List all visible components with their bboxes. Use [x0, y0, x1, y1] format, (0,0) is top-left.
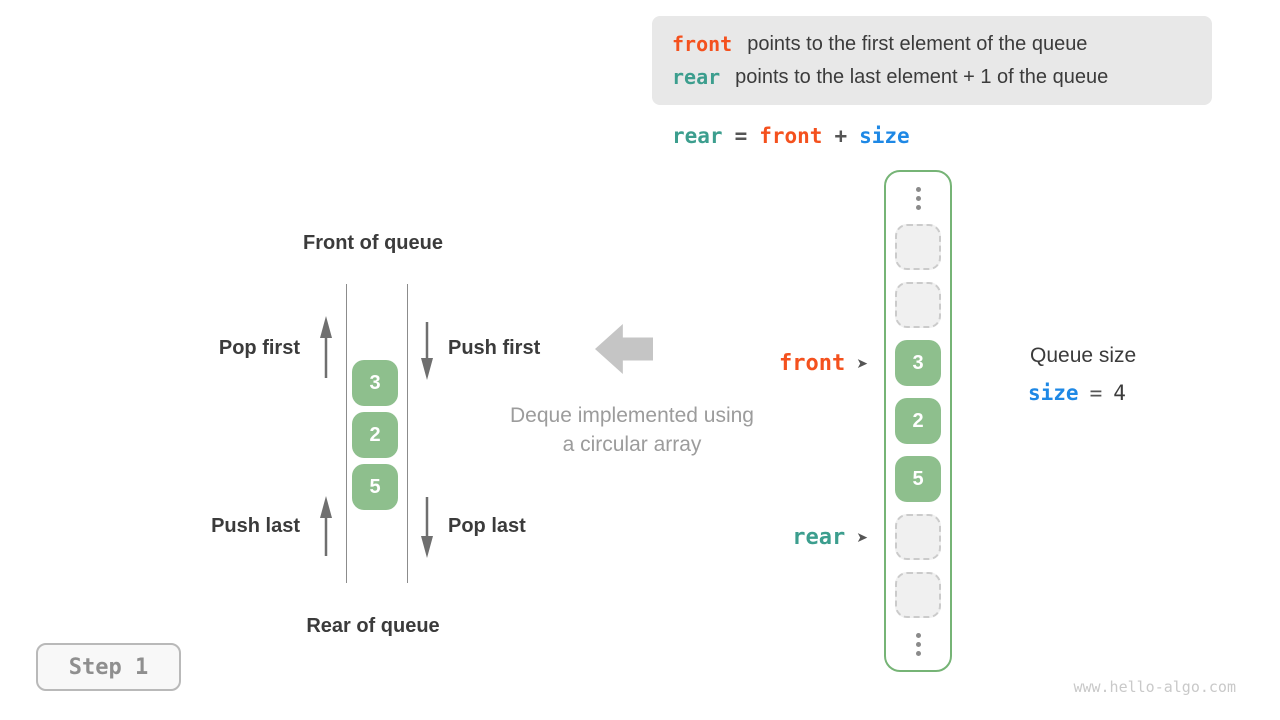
- rear-keyword: rear: [672, 65, 721, 89]
- formula-equals: =: [734, 124, 748, 148]
- ellipsis-bottom-icon: [915, 630, 921, 658]
- array-cell-front: 3: [895, 340, 941, 386]
- rear-description: points to the last element + 1 of the qu…: [735, 65, 1109, 88]
- array-cell: 5: [895, 456, 941, 502]
- rear-pointer: rear ➤: [792, 523, 868, 551]
- push-first-arrowhead-icon: [421, 358, 433, 380]
- legend-line-rear: rear points to the last element + 1 of t…: [672, 65, 1212, 89]
- circular-array: 3 2 5: [884, 170, 952, 672]
- pop-last-arrowhead-icon: [421, 536, 433, 558]
- implementation-caption: Deque implemented using a circular array: [492, 401, 772, 459]
- push-last-arrowhead-icon: [320, 496, 332, 518]
- queue-element: 5: [352, 464, 398, 510]
- caption-line-1: Deque implemented using: [510, 404, 754, 427]
- step-badge: Step 1: [36, 643, 181, 691]
- queue-channel-left-line: [346, 284, 347, 583]
- formula-size: size: [859, 124, 910, 148]
- caption-line-2: a circular array: [562, 433, 702, 456]
- array-cell-empty: [895, 282, 941, 328]
- array-cell-empty: [895, 572, 941, 618]
- queue-element: 2: [352, 412, 398, 458]
- rear-pointer-arrow-icon: ➤: [856, 528, 868, 545]
- rear-pointer-label: rear: [792, 524, 846, 550]
- ellipsis-top-icon: [915, 184, 921, 212]
- size-variable: size: [1028, 381, 1079, 405]
- formula-rear: rear: [672, 124, 723, 148]
- array-cell-rear: [895, 514, 941, 560]
- array-cell: 2: [895, 398, 941, 444]
- queue-size-title: Queue size: [1030, 344, 1137, 367]
- front-pointer: front ➤: [779, 349, 868, 377]
- size-value: 4: [1113, 381, 1126, 405]
- legend-box: front points to the first element of the…: [652, 16, 1212, 105]
- front-description: points to the first element of the queue: [747, 32, 1088, 55]
- pop-first-label: Pop first: [218, 337, 300, 359]
- push-first-label: Push first: [448, 337, 541, 359]
- front-pointer-arrow-icon: ➤: [856, 354, 868, 371]
- queue-size-expression: size = 4: [1028, 381, 1126, 405]
- front-of-queue-label: Front of queue: [303, 232, 443, 254]
- formula-plus: +: [834, 124, 848, 148]
- legend-line-front: front points to the first element of the…: [672, 32, 1212, 56]
- queue-operation-arrows: [320, 316, 433, 558]
- formula: rear = front + size: [672, 122, 910, 150]
- left-block-arrow-icon: [595, 324, 653, 374]
- size-equals: =: [1089, 381, 1103, 405]
- formula-front: front: [759, 124, 823, 148]
- array-cell-empty: [895, 224, 941, 270]
- push-last-label: Push last: [211, 515, 300, 537]
- front-keyword: front: [672, 32, 733, 56]
- pop-first-arrowhead-icon: [320, 316, 332, 338]
- queue-channel-right-line: [407, 284, 408, 583]
- queue-element: 3: [352, 360, 398, 406]
- rear-of-queue-label: Rear of queue: [306, 615, 440, 637]
- front-pointer-label: front: [779, 350, 846, 376]
- watermark: www.hello-algo.com: [1073, 678, 1236, 696]
- pop-last-label: Pop last: [448, 515, 526, 537]
